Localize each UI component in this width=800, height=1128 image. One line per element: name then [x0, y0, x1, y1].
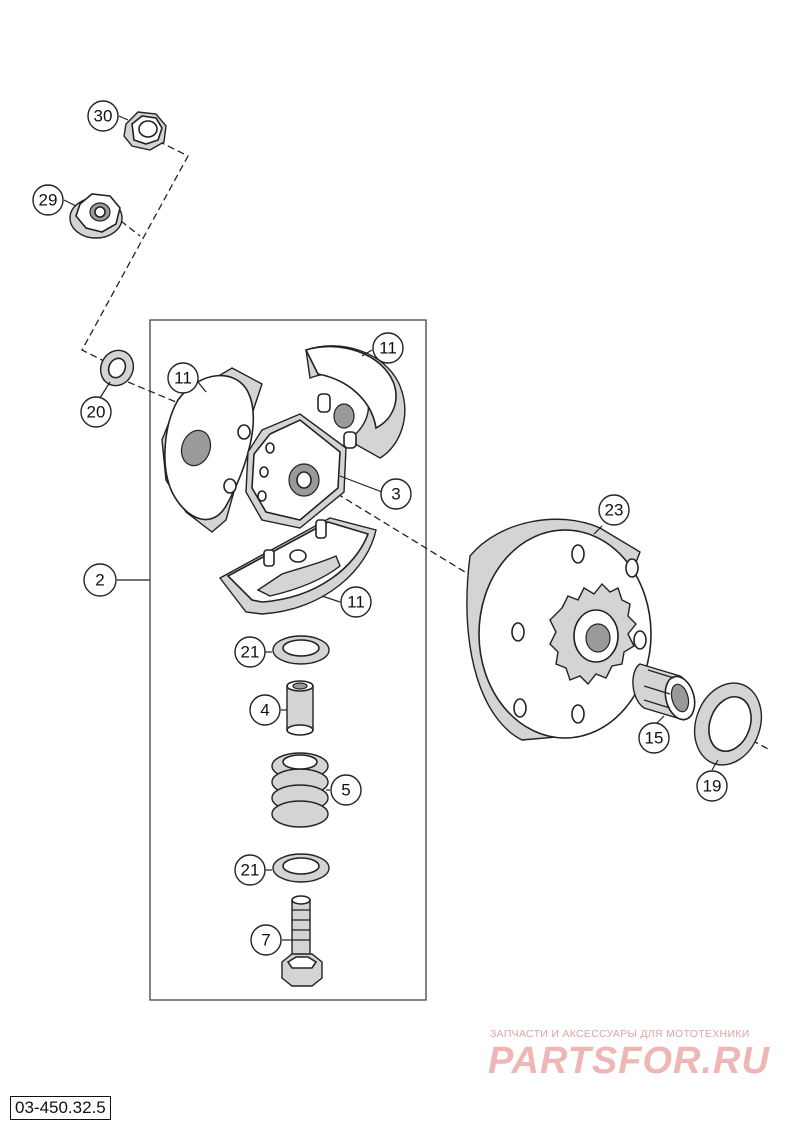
leader-washer	[99, 381, 111, 399]
svg-text:20: 20	[87, 403, 106, 422]
callout-nut: 30	[87, 100, 119, 132]
callout-flange-nut: 29	[32, 184, 64, 216]
sleeve	[286, 680, 314, 736]
callout-thrust-washer: 19	[696, 770, 728, 802]
callout-shoe-left: 11	[167, 362, 199, 394]
svg-text:11: 11	[379, 339, 397, 358]
svg-text:7: 7	[261, 931, 270, 950]
thrust-washer	[693, 682, 763, 766]
leader-thrust-washer	[711, 759, 719, 771]
svg-text:21: 21	[241, 643, 260, 662]
svg-text:15: 15	[645, 729, 664, 748]
callout-washer-lower: 21	[234, 854, 266, 886]
svg-text:5: 5	[341, 781, 350, 800]
callout-shoe-bottom: 11	[340, 586, 372, 618]
leader-drum	[593, 525, 603, 535]
axis-washer-line	[127, 381, 201, 413]
clutch-shoe-left	[161, 367, 263, 533]
callout-sleeve: 4	[249, 694, 281, 726]
assembly-frame	[149, 319, 427, 1001]
clutch-hub	[245, 413, 347, 529]
sprocket	[549, 582, 637, 686]
svg-text:30: 30	[94, 107, 113, 126]
leader-shoe-bottom	[321, 595, 341, 603]
svg-text:11: 11	[174, 369, 192, 388]
svg-text:4: 4	[260, 701, 269, 720]
watermark-tagline: ЗАПЧАСТИ И АКСЕССУАРЫ ДЛЯ МОТОТЕХНИКИ	[490, 1028, 750, 1040]
clutch-shoe-bottom	[218, 517, 377, 615]
svg-text:23: 23	[605, 501, 624, 520]
callout-shoe-top-right: 11	[372, 332, 404, 364]
watermark-logo: PARTSFOR.RU	[488, 1040, 770, 1082]
callout-bolt: 7	[250, 924, 282, 956]
hex-nut	[123, 111, 167, 151]
leader-shoe-left	[197, 381, 207, 393]
flange-nut	[69, 193, 123, 239]
callout-spring: 5	[330, 774, 362, 806]
leader-flange-nut	[63, 199, 77, 207]
clutch-drum	[466, 518, 652, 741]
washer-lower	[272, 853, 330, 883]
svg-text:2: 2	[95, 571, 104, 590]
callout-bearing: 15	[638, 722, 670, 754]
svg-text:19: 19	[703, 777, 722, 796]
clutch-shoe-top-right	[304, 345, 406, 459]
axis-hub-drum-line	[317, 481, 479, 581]
svg-text:29: 29	[39, 191, 58, 210]
callout-hub: 3	[380, 478, 412, 510]
needle-bearing	[632, 663, 696, 721]
diagram-id-label: 03-450.32.5	[10, 1096, 111, 1120]
spring	[271, 752, 329, 828]
leader-nut	[118, 115, 129, 121]
svg-text:21: 21	[241, 861, 260, 880]
leader-shoe-top-right	[361, 349, 373, 357]
leader-hub	[339, 475, 383, 493]
callout-drum: 23	[598, 494, 630, 526]
washer	[99, 349, 135, 387]
svg-text:3: 3	[391, 485, 400, 504]
callout-washer-upper: 21	[234, 636, 266, 668]
callout-washer: 20	[80, 396, 112, 428]
callout-assembly: 2	[83, 563, 117, 597]
bolt	[281, 895, 323, 987]
axis-nut-line	[81, 140, 189, 363]
svg-text:11: 11	[347, 593, 365, 612]
washer-upper	[272, 635, 330, 665]
